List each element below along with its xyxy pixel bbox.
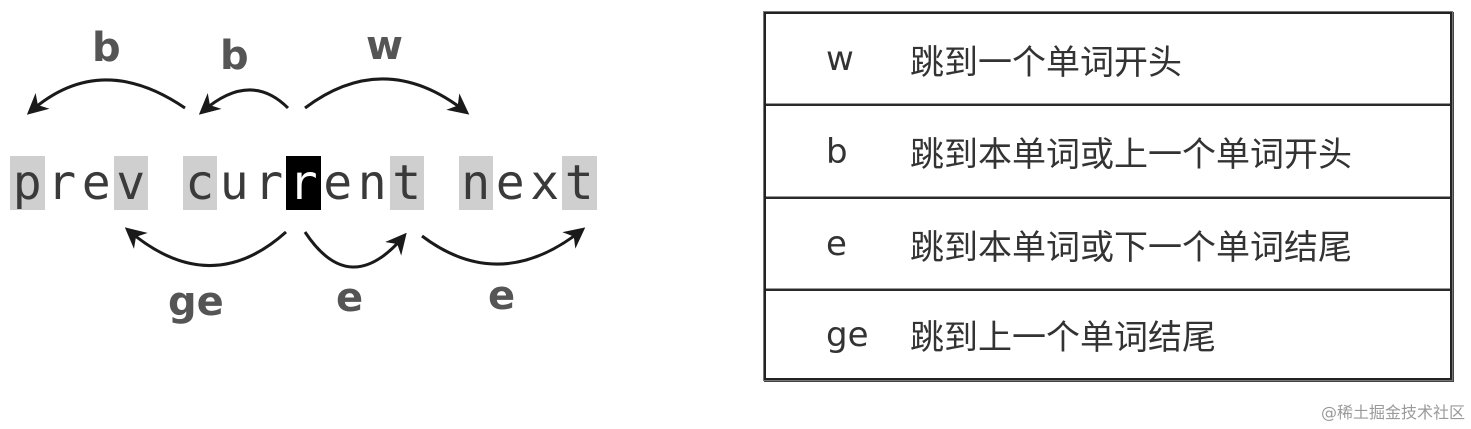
arrow-ge [124, 227, 287, 267]
word-char: c [182, 156, 217, 210]
table-row: ge 跳到上一个单词结尾 [766, 289, 1450, 378]
word-char: e [495, 155, 525, 211]
label-e-second: e [488, 273, 516, 319]
word-char: r [47, 155, 77, 211]
arrow-e-second [421, 227, 586, 266]
label-b-near: b [220, 33, 249, 79]
label-b-far: b [92, 25, 121, 71]
table-row: e 跳到本单词或下一个单词结尾 [766, 197, 1450, 289]
motion-key: ge [826, 314, 869, 355]
motion-arrows [26, 77, 586, 269]
word-char: t [562, 156, 597, 210]
label-ge: ge [168, 279, 224, 325]
word-char: e [81, 155, 111, 211]
word-char: e [323, 155, 353, 211]
arrow-b-far [26, 78, 186, 115]
label-e-first: e [336, 275, 364, 321]
motion-description: 跳到一个单词开头 [910, 42, 1182, 83]
motion-description: 跳到本单词或下一个单词结尾 [910, 227, 1352, 268]
table-row: b 跳到本单词或上一个单词开头 [766, 104, 1450, 197]
label-w: w [366, 23, 403, 69]
motion-description: 跳到上一个单词结尾 [910, 318, 1216, 358]
word-char: p [10, 156, 45, 210]
watermark: @稀土掘金技术社区 [1320, 403, 1465, 422]
word-char: x [530, 155, 560, 211]
arrow-w [304, 77, 470, 115]
word-char: n [357, 155, 387, 211]
word-char: t [389, 156, 424, 210]
motion-key: e [826, 224, 847, 264]
motion-description: 跳到本单词或上一个单词开头 [910, 135, 1352, 175]
arrow-e-first [303, 231, 407, 269]
motion-table: w 跳到一个单词开头 b 跳到本单词或上一个单词开头 e 跳到本单词或下一个单词… [764, 12, 1452, 380]
word-char: u [219, 155, 249, 211]
table-row: w 跳到一个单词开头 [766, 14, 1450, 104]
cursor-char: r [286, 156, 321, 210]
word-gap [148, 156, 183, 210]
word-char: r [254, 155, 284, 211]
word-gap [424, 156, 459, 210]
word-char: n [458, 156, 493, 210]
arrow-b-near [198, 88, 290, 115]
motion-key: w [826, 39, 854, 79]
motion-key: b [826, 131, 848, 172]
word-char: v [113, 156, 148, 210]
